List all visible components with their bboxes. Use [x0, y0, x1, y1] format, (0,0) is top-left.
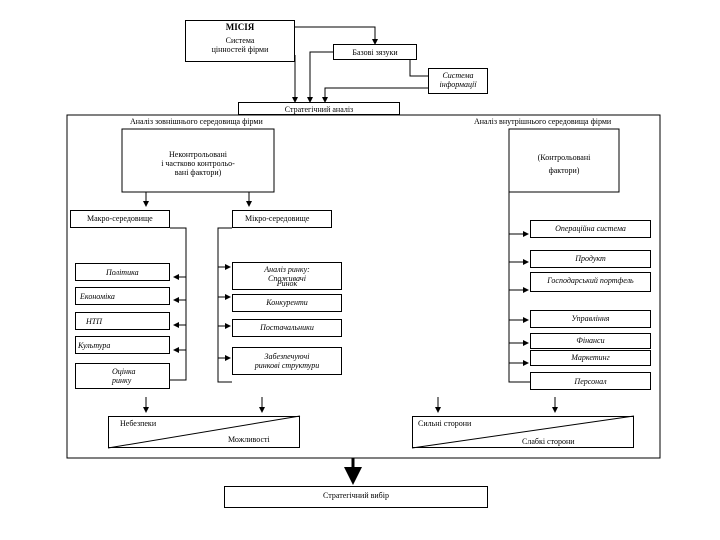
weaknesses-label: Слабкі сторони	[522, 437, 575, 446]
internal-item-label: Господарський портфель	[547, 276, 634, 285]
strengths-weaknesses-box	[412, 416, 634, 448]
macro-item-label: НТП	[86, 317, 103, 326]
strategic-analysis-label: Стратегічний аналіз	[284, 105, 354, 114]
micro-item-suppliers: Постачальники	[232, 319, 342, 337]
info-system-line1: Система	[442, 71, 474, 80]
micro-item-competitors: Конкуренти	[232, 294, 342, 312]
internal-item-label: Операційна система	[555, 224, 626, 233]
uncontrolled-factors: Неконтрольовані і частково контрольо- ва…	[122, 150, 274, 177]
market-analysis-line2: Споживачі	[268, 274, 306, 283]
macro-item-market-assessment: Оцінка ринку	[75, 363, 170, 389]
threats-opportunities-box	[108, 416, 300, 448]
micro-environment-box: Мікро-середовище	[232, 210, 332, 228]
macro-item-culture: Культура	[75, 336, 170, 354]
mission-values-line2: цінностей фірми	[211, 45, 269, 54]
macro-item-label: Політика	[106, 268, 139, 277]
macro-item-economy: Економіка	[75, 287, 170, 305]
macro-item-label: Культура	[78, 341, 111, 350]
strategic-choice-label: Стратегічний вибір	[323, 491, 389, 500]
controlled-line2: фактори)	[548, 166, 580, 175]
info-system-box: Система інформації	[428, 68, 488, 94]
internal-item-label: Персонал	[574, 377, 607, 386]
strengths-label: Сильні сторони	[418, 419, 472, 428]
internal-item-personnel: Персонал	[530, 372, 651, 390]
mission-box: МІСІЯ Система цінностей фірми	[185, 20, 295, 62]
macro-item-ntp: НТП	[75, 312, 170, 330]
internal-analysis-label: Аналіз внутрішнього середовища фірми	[474, 117, 612, 126]
strategic-choice-box: Стратегічний вибір	[224, 486, 488, 508]
internal-item-marketing: Маркетинг	[530, 350, 651, 366]
internal-item-label: Фінанси	[576, 336, 605, 345]
threats-label: Небезпеки	[120, 419, 157, 428]
mission-title: МІСІЯ	[225, 22, 255, 32]
internal-item-label: Продукт	[575, 254, 606, 263]
controlled-factors: (Контрольовані фактори)	[509, 153, 619, 175]
info-system-line2: інформації	[439, 80, 477, 89]
macro-item-label: Економіка	[80, 292, 115, 301]
internal-item-operating-system: Операційна система	[530, 220, 651, 238]
market-analysis-line3: Ринок	[276, 279, 298, 288]
controlled-line1: (Контрольовані	[537, 153, 591, 162]
macro-item-label: Оцінка ринку	[112, 367, 136, 385]
competitors-label: Конкуренти	[266, 298, 308, 307]
market-structures-line1: Забезпечуючі	[264, 352, 310, 361]
external-analysis-label: Аналіз зовнішнього середовища фірми	[130, 117, 263, 126]
mission-values-line1: Система	[225, 36, 255, 45]
micro-item-market-structures: Забезпечуючі ринкові структури	[232, 347, 342, 375]
uncontrolled-line2: і частково контрольо-	[161, 159, 235, 168]
micro-item-market-analysis: Аналіз ринку: Споживачі Ринок	[232, 262, 342, 290]
opportunities-label: Можливості	[228, 435, 270, 444]
market-analysis-line1: Аналіз ринку:	[264, 265, 310, 274]
internal-item-finance: Фінанси	[530, 333, 651, 349]
internal-item-product: Продукт	[530, 250, 651, 268]
basic-assumptions-box: Базові зязуки	[333, 44, 417, 60]
internal-item-label: Управління	[571, 314, 610, 323]
macro-label: Макро-середовище	[87, 214, 153, 223]
internal-item-management: Управління	[530, 310, 651, 328]
micro-label: Мікро-середовище	[245, 214, 310, 223]
market-structures-line2: ринкові структури	[254, 361, 320, 370]
strategic-analysis-box: Стратегічний аналіз	[238, 102, 400, 115]
internal-item-label: Маркетинг	[571, 353, 610, 362]
internal-item-business-portfolio: Господарський портфель	[530, 272, 651, 292]
macro-item-politics: Політика	[75, 263, 170, 281]
uncontrolled-line1: Неконтрольовані	[169, 150, 227, 159]
basic-assumptions-label: Базові зязуки	[352, 48, 398, 57]
suppliers-label: Постачальники	[260, 323, 314, 332]
macro-environment-box: Макро-середовище	[70, 210, 170, 228]
uncontrolled-line3: вані фактори)	[174, 168, 222, 177]
